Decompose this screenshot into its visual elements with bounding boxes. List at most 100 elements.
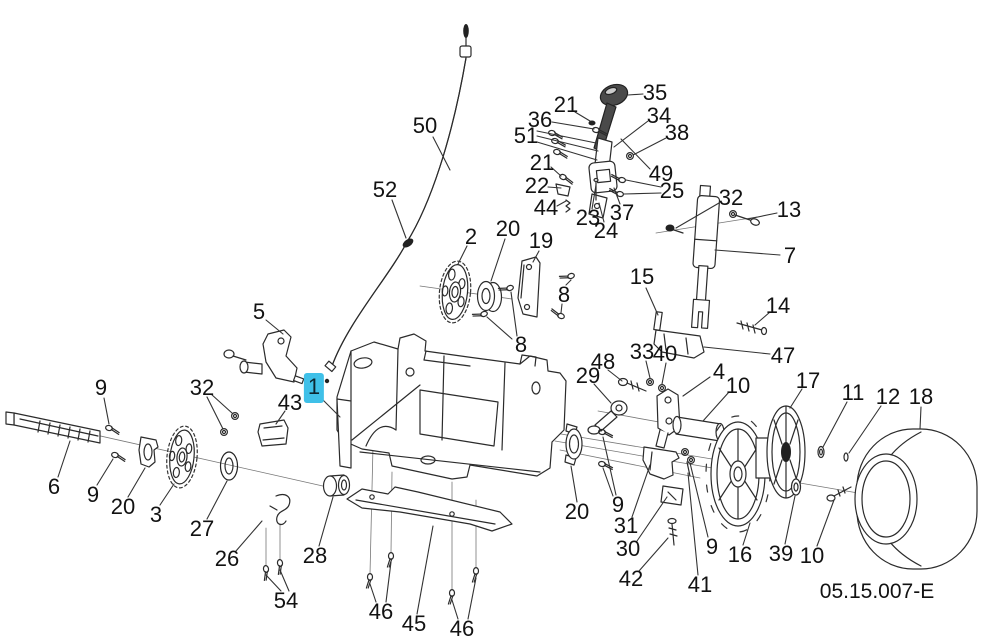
- leader-line-10: [816, 499, 835, 547]
- callout-2: 2: [464, 224, 478, 249]
- leader-line-8: [510, 291, 518, 337]
- leader-line-45: [416, 525, 434, 615]
- leader-line-43: [275, 410, 286, 425]
- callout-8: 8: [557, 282, 571, 307]
- leader-line-26: [235, 520, 263, 552]
- leader-line-38: [632, 137, 667, 156]
- leader-line-25: [623, 192, 662, 195]
- leader-line-24: [598, 202, 605, 223]
- callout-23: 23: [575, 205, 601, 230]
- callout-44: 44: [533, 195, 559, 220]
- leader-line-9: [602, 467, 614, 497]
- leader-line-44: [556, 200, 567, 207]
- callout-3: 3: [149, 502, 163, 527]
- leader-line-8: [486, 316, 513, 340]
- leader-line-37: [613, 187, 621, 205]
- callout-35: 35: [642, 80, 668, 105]
- leader-line-46: [467, 577, 477, 620]
- callout-9: 9: [611, 492, 625, 517]
- callout-46: 46: [368, 599, 394, 624]
- callout-20: 20: [564, 499, 590, 524]
- part-input-shaft-6: [5, 411, 101, 444]
- callout-21: 21: [553, 92, 579, 117]
- part-plate-30: [660, 485, 684, 506]
- part-bushing-28: [322, 474, 351, 497]
- callout-32: 32: [718, 185, 744, 210]
- callout-30: 30: [615, 536, 641, 561]
- leader-line-51: [536, 130, 597, 144]
- leader-line-11: [822, 401, 848, 448]
- leader-line-12: [848, 405, 882, 454]
- callout-7: 7: [783, 243, 797, 268]
- leader-line-8: [565, 279, 572, 286]
- leader-line-46: [385, 561, 392, 603]
- leader-line-17: [789, 388, 803, 409]
- leader-line-50: [432, 136, 451, 171]
- callout-19: 19: [528, 228, 554, 253]
- leader-line-8: [560, 303, 563, 314]
- part-main-housing-1: [336, 333, 567, 480]
- leader-line-21: [574, 111, 591, 122]
- callout-32: 32: [189, 375, 215, 400]
- callout-6: 6: [47, 474, 61, 499]
- callout-13: 13: [776, 197, 802, 222]
- callout-52: 52: [372, 177, 398, 202]
- part-pulley-20: [476, 280, 503, 313]
- leader-line-49: [620, 138, 651, 170]
- leader-line-7: [714, 249, 781, 256]
- leader-line-18: [919, 406, 922, 430]
- leader-line-51: [536, 141, 598, 161]
- part-baffle-45: [346, 486, 513, 532]
- callout-15: 15: [629, 264, 655, 289]
- part-clip-26: [269, 493, 291, 526]
- leader-line-36: [551, 121, 595, 130]
- callout-28: 28: [302, 543, 328, 568]
- callout-26: 26: [214, 546, 240, 571]
- leader-line-46: [369, 583, 377, 603]
- diagram-code: 05.15.007-E: [819, 580, 935, 603]
- callout-5: 5: [252, 299, 266, 324]
- callout-50: 50: [412, 113, 438, 138]
- leader-line-9: [602, 436, 617, 496]
- callout-41: 41: [687, 572, 713, 597]
- leader-line-54: [279, 569, 290, 592]
- part-rim-17: [766, 405, 806, 499]
- leader-line-20: [490, 238, 506, 282]
- callout-16: 16: [727, 542, 753, 567]
- washer-39: [790, 478, 802, 496]
- part-hub-20: [138, 436, 159, 468]
- leader-line-23: [591, 184, 597, 210]
- callout-10: 10: [799, 543, 825, 568]
- part-tire-18: [854, 428, 978, 570]
- callout-51: 51: [513, 123, 539, 148]
- callout-11: 11: [841, 380, 865, 405]
- callout-48: 48: [590, 349, 616, 374]
- leader-line-1: [320, 397, 341, 418]
- leader-line-21: [550, 166, 562, 177]
- callout-20: 20: [110, 494, 136, 519]
- callout-9: 9: [94, 375, 108, 400]
- clip-12: [843, 452, 849, 462]
- leader-line-35: [627, 93, 644, 96]
- part-control-cable: [324, 24, 472, 384]
- callout-8: 8: [514, 332, 528, 357]
- callout-9: 9: [705, 534, 719, 559]
- callout-37: 37: [609, 200, 635, 225]
- part-shift-lever-assembly: [547, 83, 635, 219]
- callout-47: 47: [770, 343, 796, 368]
- leader-line-51: [536, 135, 599, 152]
- part-bracket-5: [223, 329, 305, 385]
- leader-line-10: [702, 391, 730, 422]
- leader-line-29: [593, 383, 612, 404]
- leader-line-3: [159, 483, 175, 506]
- callout-29: 29: [575, 363, 601, 388]
- leader-line-32: [210, 393, 233, 414]
- pin-41: [686, 461, 691, 477]
- leader-line-47: [703, 346, 771, 355]
- part-gear-2: [438, 260, 472, 324]
- leader-line-48: [607, 369, 623, 382]
- part-bracket-43: [257, 419, 289, 447]
- callout-40: 40: [652, 341, 678, 366]
- part-shift-arm-29: [587, 400, 628, 435]
